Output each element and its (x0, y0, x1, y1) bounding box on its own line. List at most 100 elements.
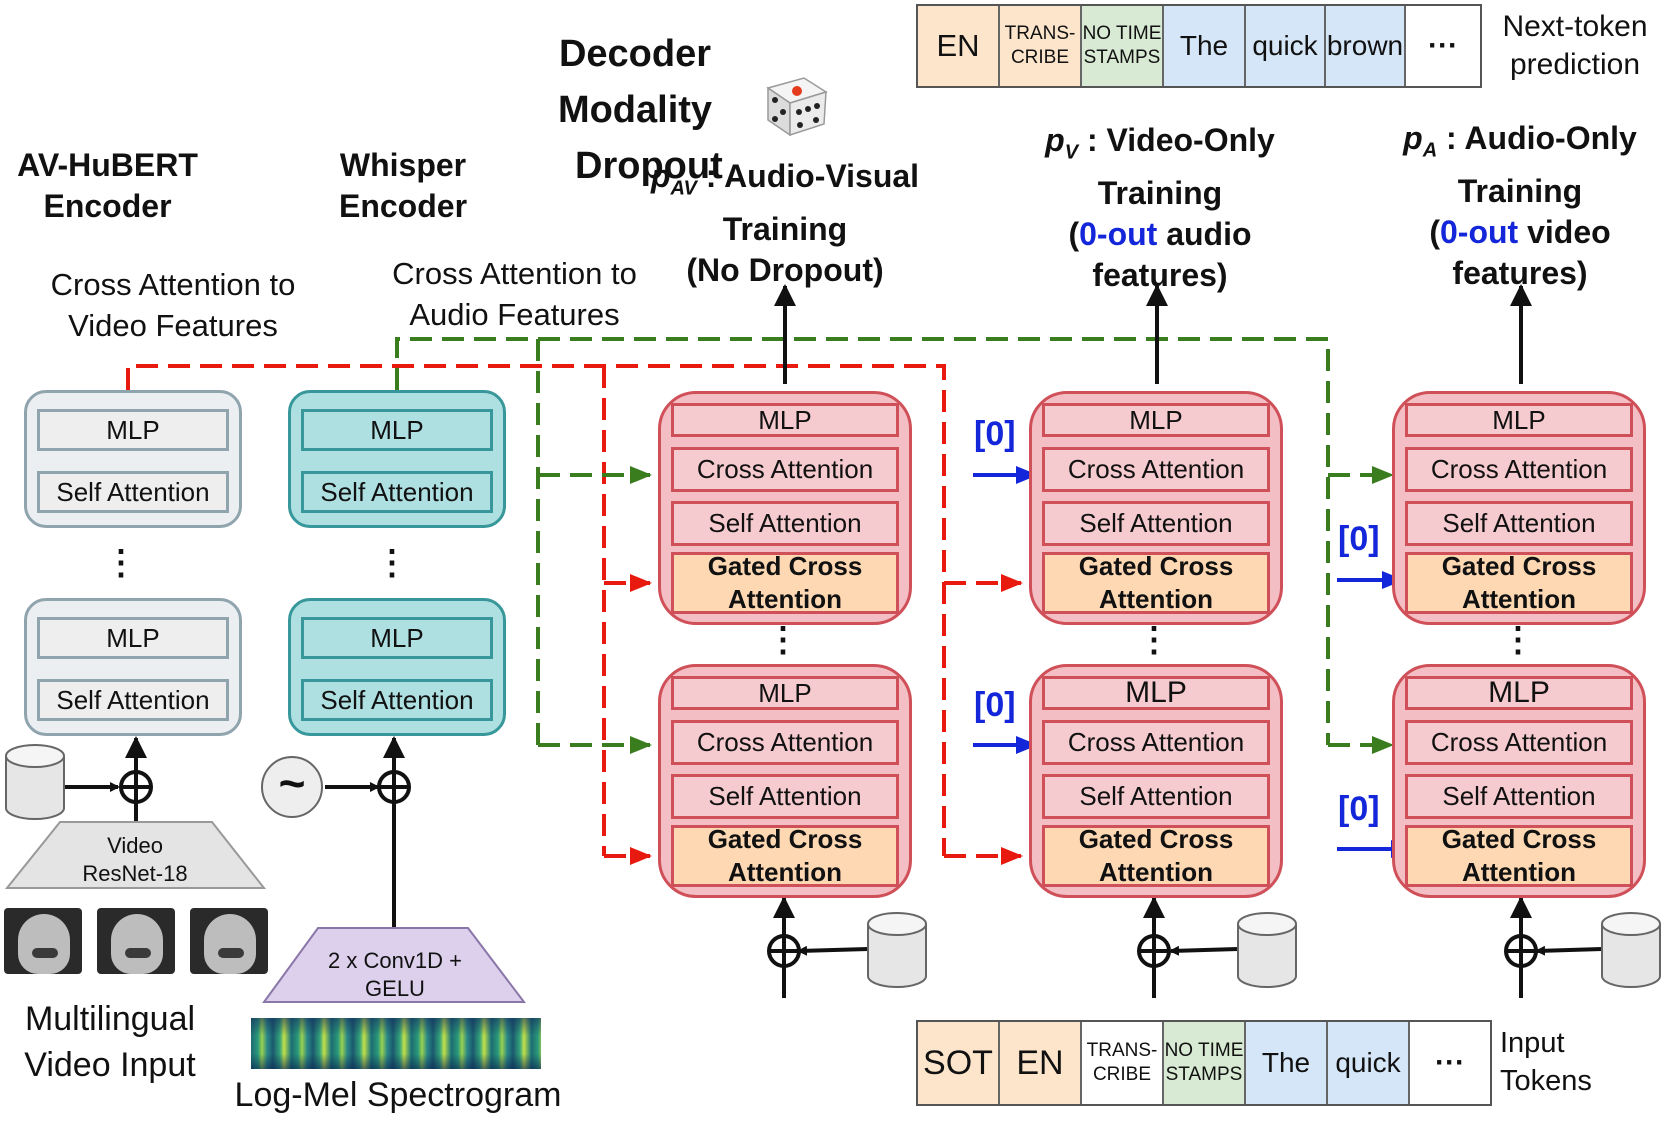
zero-input-label: [0] (1338, 520, 1380, 558)
decoder-mlp: MLP (671, 403, 899, 437)
a-paren: ( (1429, 214, 1440, 251)
input-token-sot: SOT (918, 1022, 1000, 1104)
input-token-transcribe: TRANS- CRIBE (1082, 1022, 1164, 1104)
decoder-gated-cross-attention: Gated Cross Attention (1405, 551, 1633, 614)
decoder-mlp: MLP (1405, 676, 1633, 710)
cross-attn-audio-label: Cross Attention to Audio Features (392, 256, 637, 332)
video-frame-1 (4, 908, 82, 974)
decoder-cross-attention: Cross Attention (1405, 447, 1633, 492)
v-paren: ( (1068, 216, 1080, 253)
av-line-3: (No Dropout) (686, 252, 884, 289)
conv-frontend-shape (262, 927, 527, 1003)
av-decoder-vdots: ⋮ (766, 621, 800, 659)
decoder-gated-cross-attention: Gated Cross Attention (1042, 551, 1270, 614)
decoder-gated-cross-attention: Gated Cross Attention (671, 824, 899, 887)
title-line-2: Dropout (575, 145, 723, 187)
decoder-gated-cross-attention: Gated Cross Attention (1405, 824, 1633, 887)
title-line-1: Decoder Modality (557, 33, 713, 131)
tilde-glyph: ~ (278, 757, 306, 809)
zero-input-label: [0] (974, 415, 1016, 453)
main-title: Decoder Modality Dropout (480, 26, 790, 194)
whisper-title: Whisper Encoder (338, 147, 468, 224)
v-decoder-layer-top: MLP Cross Attention Self Attention Gated… (1029, 391, 1283, 625)
av-hubert-title: AV-HuBERT Encoder (17, 147, 198, 224)
v-sub: V (1064, 141, 1079, 164)
av-hubert-mlp: MLP (37, 617, 229, 659)
av-hubert-self-attention: Self Attention (37, 679, 229, 721)
decoder-gated-cross-attention: Gated Cross Attention (1042, 824, 1270, 887)
av-hubert-self-attention: Self Attention (37, 471, 229, 513)
audio-input-label: Log-Mel Spectrogram (234, 1076, 562, 1114)
input-token-strip: SOT EN TRANS- CRIBE NO TIME STAMPS The q… (916, 1020, 1492, 1106)
decoder-cross-attention: Cross Attention (1042, 447, 1270, 492)
av-line-2: Training (722, 211, 848, 248)
video-frame-2 (97, 908, 175, 974)
whisper-self-attention: Self Attention (301, 471, 493, 513)
decoder-self-attention: Self Attention (1405, 501, 1633, 546)
decoder-gated-cross-attention: Gated Cross Attention (671, 551, 899, 614)
next-token-the: The (1164, 6, 1246, 86)
v-zero-out: 0-out (1079, 216, 1158, 253)
resnet-frontend-shape (4, 821, 267, 889)
decoder-cross-attention: Cross Attention (1042, 720, 1270, 765)
a-sub: A (1422, 139, 1438, 162)
v-line-2: Training (1097, 175, 1223, 212)
spectrogram-image (251, 1018, 541, 1069)
whisper-mlp: MLP (301, 409, 493, 451)
av-mode-heading: pAV : Audio-Visual Training (No Dropout) (620, 156, 950, 291)
dice-icon (766, 77, 828, 137)
av-hubert-mlp: MLP (37, 409, 229, 451)
a-p: p (1403, 120, 1423, 156)
audio-frontend-label: 2 x Conv1D + GELU (328, 948, 462, 1001)
decoder-self-attention: Self Attention (1405, 774, 1633, 819)
v-line-4: features) (1092, 257, 1228, 294)
next-token-brown: brown (1326, 6, 1406, 86)
zero-input-label: [0] (1338, 790, 1380, 828)
input-token-quick: quick (1328, 1022, 1410, 1104)
av-p: p (650, 158, 671, 194)
audio-feature-path (395, 337, 1394, 754)
input-token-notimestamps: NO TIME STAMPS (1164, 1022, 1246, 1104)
decoder-mlp: MLP (671, 676, 899, 710)
whisper-layer-bottom: MLP Self Attention (288, 598, 506, 736)
a-line-4: features) (1452, 255, 1588, 292)
av-hubert-vdots: ⋮ (104, 544, 138, 582)
av-sub: AV (670, 177, 697, 200)
v-decoder-vdots: ⋮ (1137, 621, 1171, 659)
v-audio-word: audio (1157, 216, 1252, 253)
decoder-mlp: MLP (1405, 403, 1633, 437)
whisper-vdots: ⋮ (375, 544, 409, 582)
a-decoder-layer-top: MLP Cross Attention Self Attention Gated… (1392, 391, 1646, 625)
video-frontend-label: Video ResNet-18 (82, 833, 188, 886)
a-title: : Audio-Only (1437, 120, 1637, 156)
decoder-cross-attention: Cross Attention (671, 447, 899, 492)
input-token-en: EN (1000, 1022, 1082, 1104)
a-zero-out: 0-out (1439, 214, 1519, 251)
next-token-en: EN (918, 6, 1000, 86)
a-decoder-vdots: ⋮ (1501, 621, 1535, 659)
input-token-label: Input Tokens (1500, 1027, 1592, 1097)
next-token-quick: quick (1246, 6, 1326, 86)
av-hubert-layer-top: MLP Self Attention (24, 390, 242, 528)
decoder-cross-attention: Cross Attention (671, 720, 899, 765)
whisper-layer-top: MLP Self Attention (288, 390, 506, 528)
a-line-2: Training (1457, 173, 1583, 210)
whisper-self-attention: Self Attention (301, 679, 493, 721)
next-token-transcribe: TRANS- CRIBE (1000, 6, 1082, 86)
input-token-the: The (1246, 1022, 1328, 1104)
whisper-mlp: MLP (301, 617, 493, 659)
decoder-mlp: MLP (1042, 676, 1270, 710)
av-hubert-layer-bottom: MLP Self Attention (24, 598, 242, 736)
a-video-word: video (1518, 214, 1611, 251)
next-token-ellipsis: ··· (1406, 6, 1480, 86)
v-mode-heading: pV : Video-Only Training (0-out audio fe… (1010, 120, 1310, 296)
cross-attn-video-label: Cross Attention to Video Features (50, 267, 296, 343)
video-input-label: Multilingual Video Input (24, 1000, 196, 1084)
decoder-cross-attention: Cross Attention (1405, 720, 1633, 765)
av-decoder-layer-top: MLP Cross Attention Self Attention Gated… (658, 391, 912, 625)
next-token-notimestamps: NO TIME STAMPS (1082, 6, 1164, 86)
input-token-ellipsis: ··· (1410, 1022, 1490, 1104)
v-title: : Video-Only (1078, 122, 1275, 158)
video-frame-3 (190, 908, 268, 974)
